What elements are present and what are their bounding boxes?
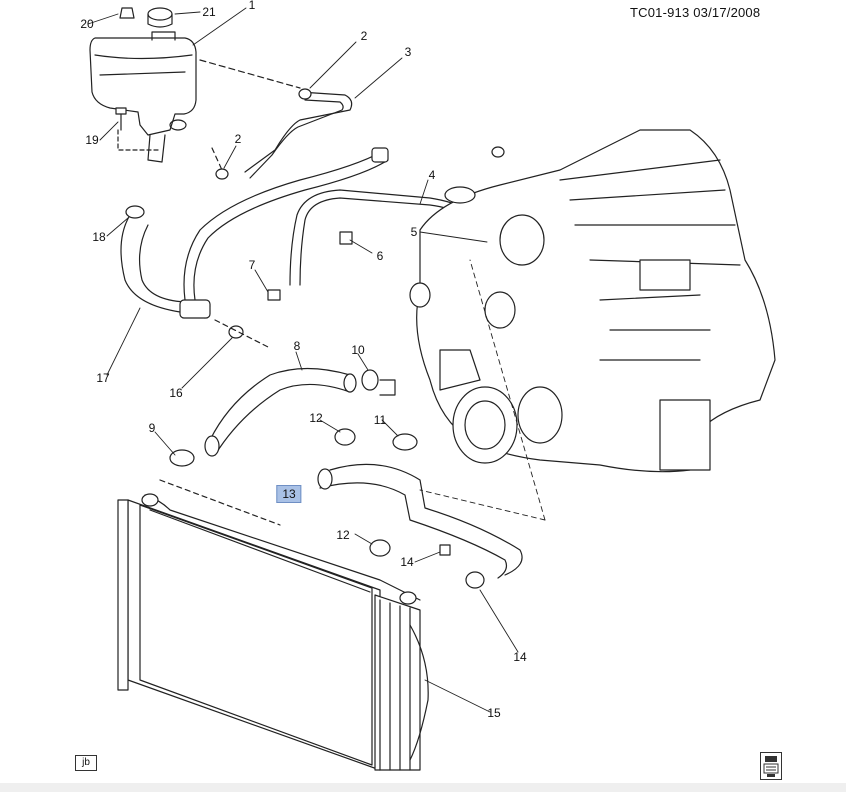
fitting-7	[267, 289, 281, 301]
clamp-2-upper	[298, 88, 312, 100]
callout-8: 8	[293, 339, 301, 353]
callout-16: 16	[169, 386, 183, 400]
clamp-14	[465, 571, 485, 589]
callout-1: 1	[248, 0, 256, 12]
callout-17: 17	[96, 371, 110, 385]
document-id: TC01-913 03/17/2008	[630, 5, 761, 20]
callout-19: 19	[85, 133, 99, 147]
callout-12: 12	[309, 411, 323, 425]
callout-12: 12	[336, 528, 350, 542]
jb-label: jb	[75, 755, 97, 771]
callout-20: 20	[80, 17, 94, 31]
hose-8	[204, 367, 357, 457]
reservoir-cap	[147, 7, 173, 28]
clamp-12-lower	[369, 539, 391, 557]
callout-7: 7	[248, 258, 256, 272]
callout-6: 6	[376, 249, 384, 263]
callout-15: 15	[487, 706, 501, 720]
callout-13: 13	[276, 485, 302, 503]
bolt-20	[119, 7, 135, 19]
bolt-19	[115, 107, 127, 131]
overflow-hose	[183, 147, 389, 301]
callout-10: 10	[351, 343, 365, 357]
clamp-12-upper	[334, 428, 356, 446]
leader-lines	[87, 7, 546, 713]
callout-2: 2	[234, 132, 242, 146]
callout-5: 5	[410, 225, 418, 239]
fitting-14	[439, 544, 451, 556]
clamp-9	[169, 449, 195, 467]
footer-bar	[0, 783, 846, 792]
clamp-10	[361, 369, 379, 391]
radiator	[117, 493, 429, 771]
pinned-document-icon[interactable]	[760, 752, 782, 780]
callout-3: 3	[404, 45, 412, 59]
callout-2: 2	[360, 29, 368, 43]
clamp-2-lower	[215, 168, 229, 180]
hose-13	[317, 463, 523, 579]
clamp-11	[392, 433, 418, 451]
coolant-reservoir	[89, 31, 197, 163]
callout-11: 11	[373, 413, 387, 427]
callout-18: 18	[92, 230, 106, 244]
callout-14: 14	[400, 555, 414, 569]
callout-9: 9	[148, 421, 156, 435]
callout-4: 4	[428, 168, 436, 182]
hose-3	[244, 91, 353, 179]
engine-assembly	[409, 129, 776, 473]
hose-17	[120, 205, 211, 319]
callout-21: 21	[202, 5, 216, 19]
callout-14: 14	[513, 650, 527, 664]
pin-glyph-icon	[763, 756, 779, 777]
fitting-6	[339, 231, 353, 245]
